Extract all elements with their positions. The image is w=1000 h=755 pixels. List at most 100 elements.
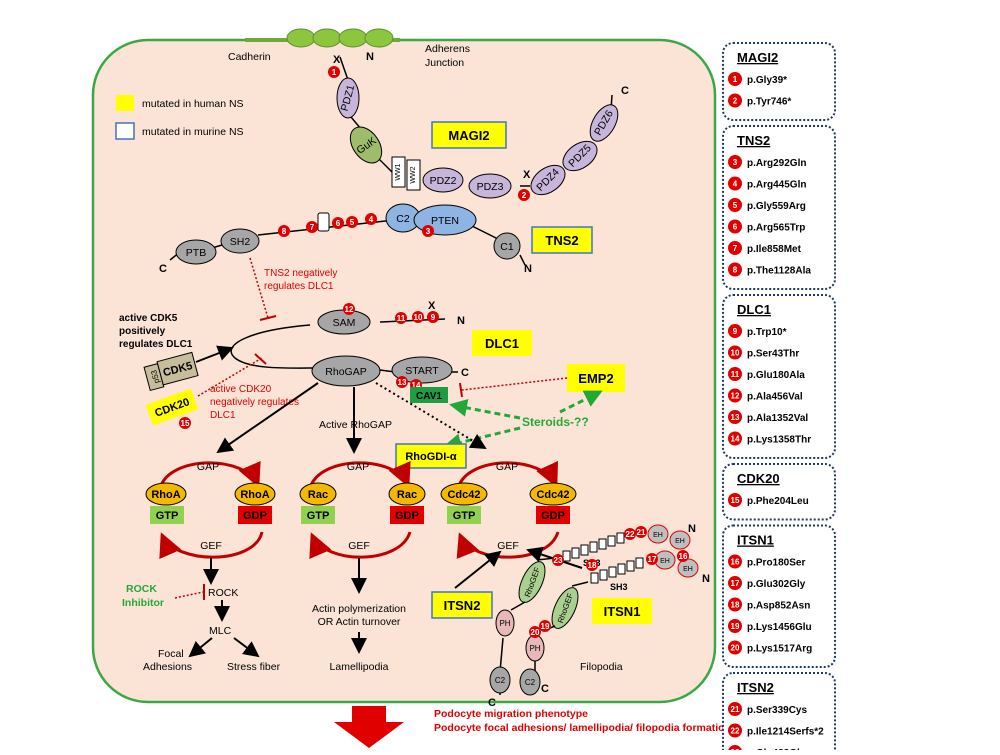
junction-label-2: Junction bbox=[425, 57, 464, 69]
mutation-number-marker bbox=[728, 262, 742, 277]
svg-text:22: 22 bbox=[626, 530, 635, 539]
mutation-number: 22 bbox=[731, 727, 740, 736]
mutation-number-marker bbox=[728, 367, 742, 381]
mutation-number: 5 bbox=[733, 201, 738, 210]
mutation-number: 15 bbox=[731, 496, 740, 505]
legend-murine-label: mutated in murine NS bbox=[142, 126, 244, 138]
mutation-label: p.Phe204Leu bbox=[747, 496, 809, 507]
rac-gdp-name: Rac bbox=[397, 489, 417, 501]
itsn1-ph-label: PH bbox=[529, 644, 540, 653]
itsn2-protein: PH C2 RhoGEF bbox=[489, 557, 556, 695]
tns2-protein: PTB SH2 C2 PTEN C1 bbox=[169, 203, 526, 266]
itsn1-sh3-label: SH3 bbox=[610, 582, 628, 592]
mutation-number-marker bbox=[728, 72, 742, 86]
mutation-label: p.Gly559Arg bbox=[747, 201, 806, 212]
phenotype-line1: Podocyte migration phenotype bbox=[434, 708, 588, 720]
itsn2-eh2-label: EH bbox=[675, 538, 685, 545]
c1-label: C1 bbox=[500, 241, 514, 253]
steroids-rhogdi-arrow bbox=[443, 426, 521, 452]
itsn2-sh3-chain: EH EH bbox=[562, 524, 691, 562]
mutation-label: p.Glu302Gly bbox=[747, 579, 806, 590]
tns2-c: C bbox=[159, 263, 167, 275]
mutation-number: 16 bbox=[731, 558, 740, 567]
mutation-number: 11 bbox=[731, 370, 740, 379]
mutation-label: p.Lys1358Thr bbox=[747, 435, 811, 446]
sh2-label: SH2 bbox=[230, 236, 251, 248]
mutation-marker-12: 12 bbox=[343, 303, 355, 315]
dlc1-n: N bbox=[457, 315, 465, 327]
mutation-label: p.Ala1352Val bbox=[747, 413, 808, 424]
magi2-title: MAGI2 bbox=[448, 128, 489, 143]
itsn1-c: C bbox=[541, 683, 549, 695]
filopodia-label: Filopodia bbox=[580, 661, 623, 673]
cdc42-gef-label: GEF bbox=[497, 540, 519, 552]
svg-text:1: 1 bbox=[332, 68, 337, 77]
svg-text:15: 15 bbox=[181, 419, 190, 428]
mutation-marker-7: 7 bbox=[306, 221, 318, 233]
svg-text:21: 21 bbox=[637, 528, 646, 537]
itsn2-title: ITSN2 bbox=[444, 598, 481, 613]
itsn2-ph-label: PH bbox=[499, 619, 510, 628]
legend-human-swatch bbox=[116, 95, 134, 111]
svg-text:12: 12 bbox=[345, 305, 354, 314]
mutation-marker-23: 23 bbox=[552, 554, 564, 566]
mutation-marker-20: 20 bbox=[529, 626, 541, 638]
mutation-marker-2: 2 bbox=[518, 189, 530, 201]
itsn2-gef-arrow bbox=[454, 550, 502, 589]
rac-gtp-label: GTP bbox=[307, 510, 330, 522]
rhogdi-label: RhoGDI-α bbox=[405, 451, 457, 463]
itsn1-c2-label: C2 bbox=[525, 678, 536, 687]
mutation-panel-title: DLC1 bbox=[737, 302, 771, 317]
svg-text:19: 19 bbox=[541, 622, 550, 631]
mutation-number: 13 bbox=[731, 413, 740, 422]
mutation-marker-15: 15 bbox=[179, 417, 191, 429]
svg-text:20: 20 bbox=[531, 628, 540, 637]
mlc-stress-arrow bbox=[233, 637, 260, 658]
rhoa-gdp-label: GDP bbox=[243, 510, 267, 522]
itsn1-protein: PH C2 RhoGEF EH EH bbox=[519, 550, 699, 696]
steroids-label: Steroids-?? bbox=[522, 415, 589, 429]
rhoa-gdp-name: RhoA bbox=[240, 489, 269, 501]
mlc-focal-arrow bbox=[188, 637, 213, 658]
mutation-marker-5: 5 bbox=[346, 216, 358, 228]
tns2-n: N bbox=[524, 263, 532, 275]
mutation-number-marker bbox=[728, 93, 742, 108]
mutation-number: 7 bbox=[733, 244, 738, 253]
mutation-label: p.Ile1214Serfs*2 bbox=[747, 727, 824, 738]
legend-murine-swatch bbox=[115, 122, 135, 140]
svg-text:23: 23 bbox=[554, 556, 563, 565]
itsn1-n: N bbox=[702, 573, 710, 585]
magi2-protein: PDZ1 GuK WW1 WW2 PDZ2 PDZ3 PDZ4 PDZ5 PDZ… bbox=[336, 56, 619, 199]
mutation-number-marker bbox=[728, 619, 742, 633]
legend-human-label: mutated in human NS bbox=[142, 98, 244, 110]
cdk5-activation-arrow bbox=[195, 345, 234, 363]
mutation-number: 20 bbox=[731, 644, 740, 653]
cdk5-reg-line2: positively bbox=[119, 326, 166, 337]
mutation-number-marker bbox=[728, 198, 742, 212]
mutation-panel-dlc1 bbox=[722, 294, 836, 459]
mutation-label: p.Ser43Thr bbox=[747, 349, 799, 360]
rock-inhibition-line bbox=[174, 591, 204, 599]
emp2-inhibition-bar bbox=[459, 382, 463, 398]
pdz3-label: PDZ3 bbox=[477, 181, 504, 193]
mutation-marker-11: 11 bbox=[395, 312, 407, 324]
itsn2-eh1-label: EH bbox=[653, 532, 663, 539]
rhoa-gtp-name: RhoA bbox=[151, 489, 180, 501]
cdk20-reg-line3: DLC1 bbox=[210, 410, 236, 421]
svg-text:14: 14 bbox=[412, 381, 421, 390]
svg-text:9: 9 bbox=[431, 313, 436, 322]
mutation-number: 6 bbox=[733, 223, 738, 232]
sam-label: SAM bbox=[333, 317, 356, 329]
rock-inhibitor-label-2: Inhibitor bbox=[122, 597, 164, 609]
mutation-number: 17 bbox=[731, 579, 740, 588]
mutation-number-marker bbox=[728, 576, 742, 590]
mutation-label: p.Gly39* bbox=[747, 75, 787, 86]
mutation-number: 8 bbox=[733, 266, 738, 275]
rac-gef-label: GEF bbox=[348, 540, 370, 552]
mutation-number-marker bbox=[728, 640, 742, 655]
svg-text:2: 2 bbox=[522, 191, 527, 200]
cdk5-reg-line1: active CDK5 bbox=[119, 313, 178, 324]
itsn1-title: ITSN1 bbox=[604, 604, 641, 619]
mutation-number-marker bbox=[728, 554, 742, 569]
